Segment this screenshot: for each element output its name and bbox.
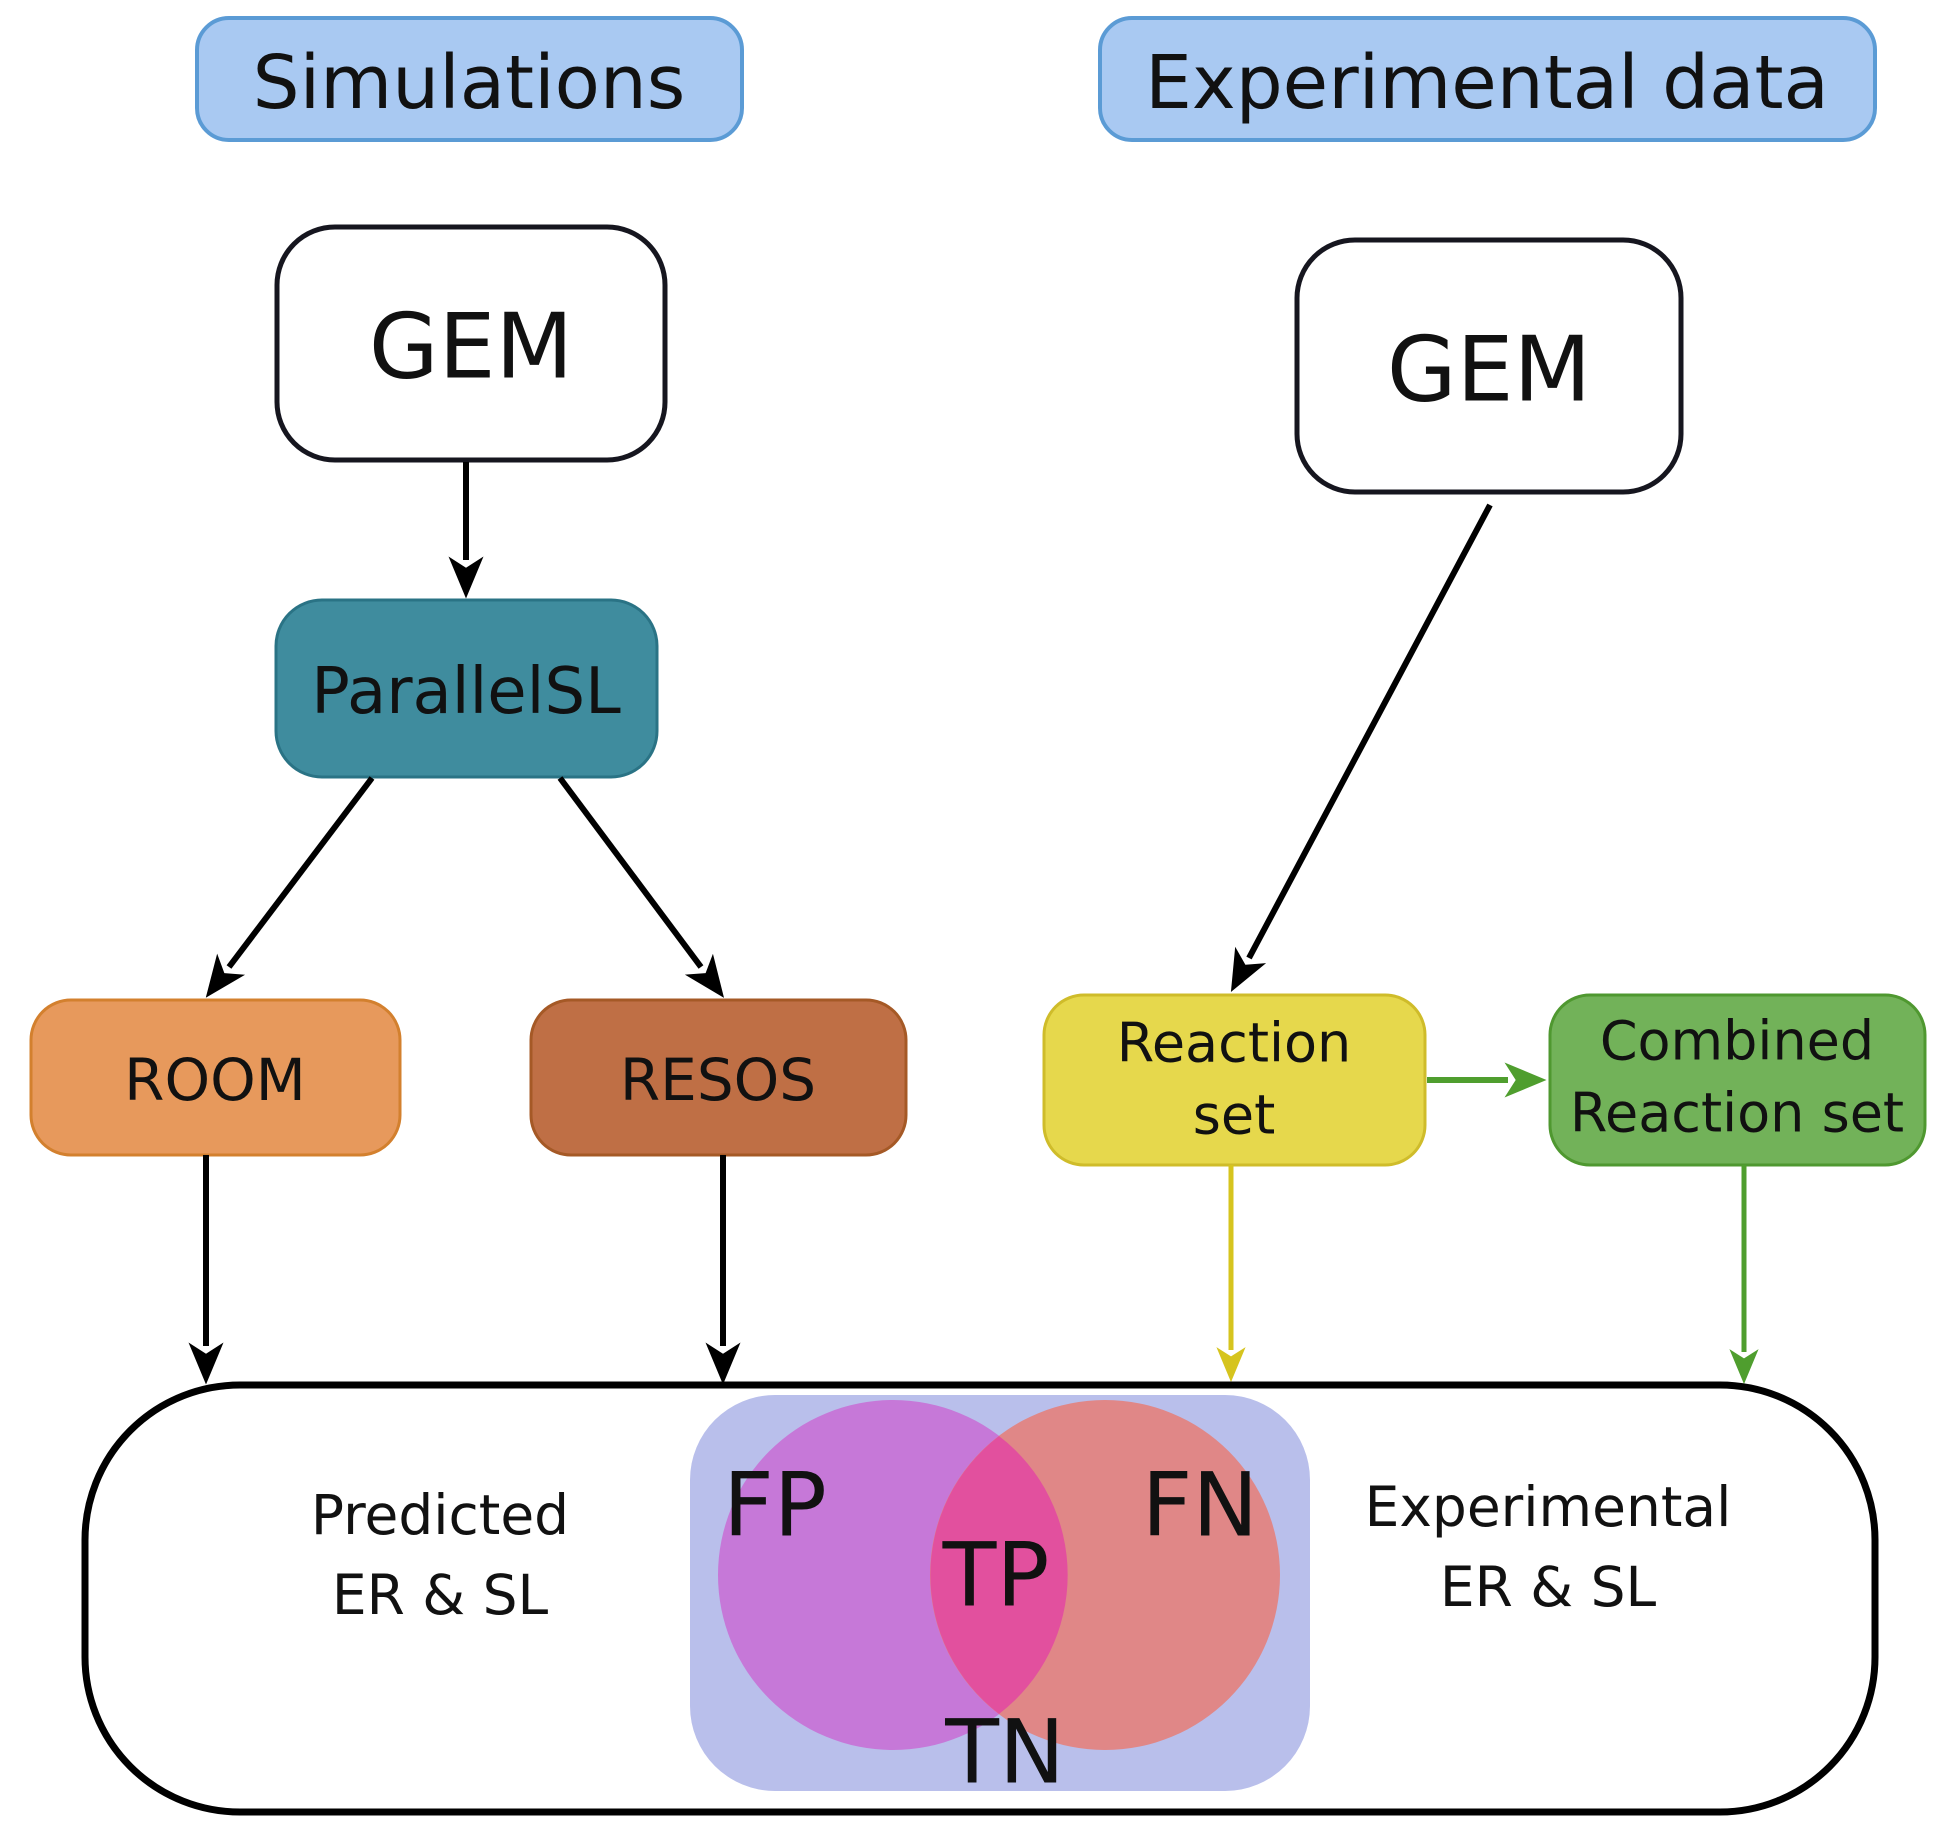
experimental-data-header-box xyxy=(1098,16,1877,142)
simulations-header-label: Simulations xyxy=(253,40,686,126)
reaction-set-label-line1: Reaction xyxy=(1117,1012,1352,1075)
arrow-parallelsl-to-resos xyxy=(557,776,725,998)
experimental-er-sl-label-line1: Experimental xyxy=(1365,1475,1732,1539)
gem-left-label: GEM xyxy=(369,295,573,400)
predicted-er-sl-label-line2: ER & SL xyxy=(332,1563,549,1627)
predicted-er-sl-label-line1: Predicted xyxy=(311,1483,569,1547)
room-label: ROOM xyxy=(124,1046,306,1114)
reaction-set-node xyxy=(1042,993,1427,1167)
combined-reaction-set-label-line2: Reaction set xyxy=(1570,1082,1904,1145)
tp-label: TP xyxy=(942,1524,1050,1627)
experimental-er-sl-label-line2: ER & SL xyxy=(1440,1555,1657,1619)
tn-label: TN xyxy=(944,1701,1065,1804)
gem-left-node xyxy=(274,224,668,463)
experimental-data-header-label: Experimental data xyxy=(1145,40,1829,126)
simulations-header-box xyxy=(195,16,744,142)
fn-label: FN xyxy=(1142,1454,1258,1557)
parallelsl-label: ParallelSL xyxy=(311,655,621,729)
reaction-set-label-line2: set xyxy=(1193,1084,1276,1147)
combined-reaction-set-node xyxy=(1548,993,1927,1167)
tp-overlap xyxy=(930,1436,1068,1714)
room-node xyxy=(29,998,402,1157)
parallelsl-node xyxy=(274,598,659,779)
arrow-parallelsl-to-room xyxy=(205,776,375,998)
resos-node xyxy=(529,998,908,1157)
gem-right-node xyxy=(1294,237,1684,495)
combined-reaction-set-label-line1: Combined xyxy=(1600,1010,1874,1073)
gem-right-label: GEM xyxy=(1387,318,1591,423)
arrow-gem-to-reaction-set xyxy=(1230,503,1493,992)
fp-label: FP xyxy=(723,1454,827,1557)
resos-label: RESOS xyxy=(620,1046,816,1114)
